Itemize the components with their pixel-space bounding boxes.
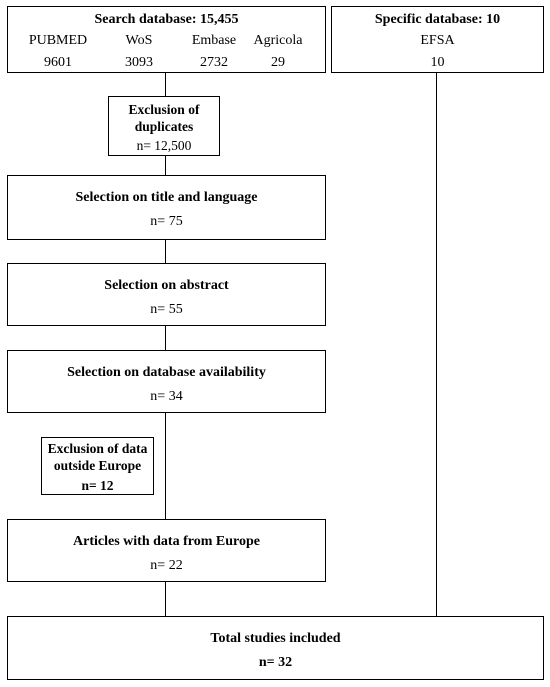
database-counts-row: 9601 3093 2732 29 xyxy=(8,54,325,72)
database-name: PUBMED xyxy=(28,33,88,48)
specific-database-count: 10 xyxy=(430,55,445,70)
exclusion-duplicates-title-line1: Exclusion of xyxy=(128,102,200,117)
database-names-row: PUBMED WoS Embase Agricola xyxy=(8,32,325,50)
total-studies-title: Total studies included xyxy=(210,631,341,646)
exclusion-outside-europe-title-line1: Exclusion of data xyxy=(47,441,148,456)
database-count: 2732 xyxy=(200,55,228,70)
specific-database-box: Specific database: 10 EFSA 10 xyxy=(331,6,544,73)
connector-duplicates-to-title xyxy=(165,156,166,175)
selection-abstract-count: n= 55 xyxy=(150,302,183,317)
search-database-box: Search database: 15,455 PUBMED WoS Embas… xyxy=(7,6,326,73)
search-database-title: Search database: 15,455 xyxy=(94,12,239,27)
selection-title-language-count: n= 75 xyxy=(150,214,183,229)
connector-search-to-duplicates xyxy=(165,73,166,96)
database-name: Agricola xyxy=(253,33,303,48)
exclusion-outside-europe-title-line2: outside Europe xyxy=(53,458,142,473)
connector-specific-to-total xyxy=(436,73,437,616)
selection-abstract-title: Selection on abstract xyxy=(104,278,229,293)
exclusion-outside-europe-count: n= 12 xyxy=(81,478,114,493)
database-name: WoS xyxy=(125,33,153,48)
articles-europe-count: n= 22 xyxy=(150,558,183,573)
database-count: 29 xyxy=(271,55,285,70)
selection-availability-box: Selection on database availability n= 34 xyxy=(7,350,326,413)
connector-title-to-abstract xyxy=(165,240,166,263)
connector-europe-to-total xyxy=(165,582,166,616)
database-count: 3093 xyxy=(125,55,153,70)
database-count: 9601 xyxy=(44,55,72,70)
total-studies-box: Total studies included n= 32 xyxy=(7,616,544,680)
specific-database-name: EFSA xyxy=(420,33,455,48)
exclusion-duplicates-title-line2: duplicates xyxy=(134,119,194,134)
exclusion-duplicates-box: Exclusion of duplicates n= 12,500 xyxy=(108,96,220,156)
connector-availability-to-europe xyxy=(165,413,166,519)
exclusion-outside-europe-box: Exclusion of data outside Europe n= 12 xyxy=(41,437,154,495)
specific-database-title: Specific database: 10 xyxy=(374,12,501,27)
selection-title-language-title: Selection on title and language xyxy=(75,190,258,205)
articles-europe-box: Articles with data from Europe n= 22 xyxy=(7,519,326,582)
database-name: Embase xyxy=(191,33,237,48)
connector-abstract-to-availability xyxy=(165,326,166,350)
selection-abstract-box: Selection on abstract n= 55 xyxy=(7,263,326,326)
selection-availability-count: n= 34 xyxy=(150,389,183,404)
exclusion-duplicates-count: n= 12,500 xyxy=(136,138,192,153)
articles-europe-title: Articles with data from Europe xyxy=(73,534,260,549)
selection-title-language-box: Selection on title and language n= 75 xyxy=(7,175,326,240)
selection-availability-title: Selection on database availability xyxy=(67,365,266,380)
total-studies-count: n= 32 xyxy=(258,655,293,670)
